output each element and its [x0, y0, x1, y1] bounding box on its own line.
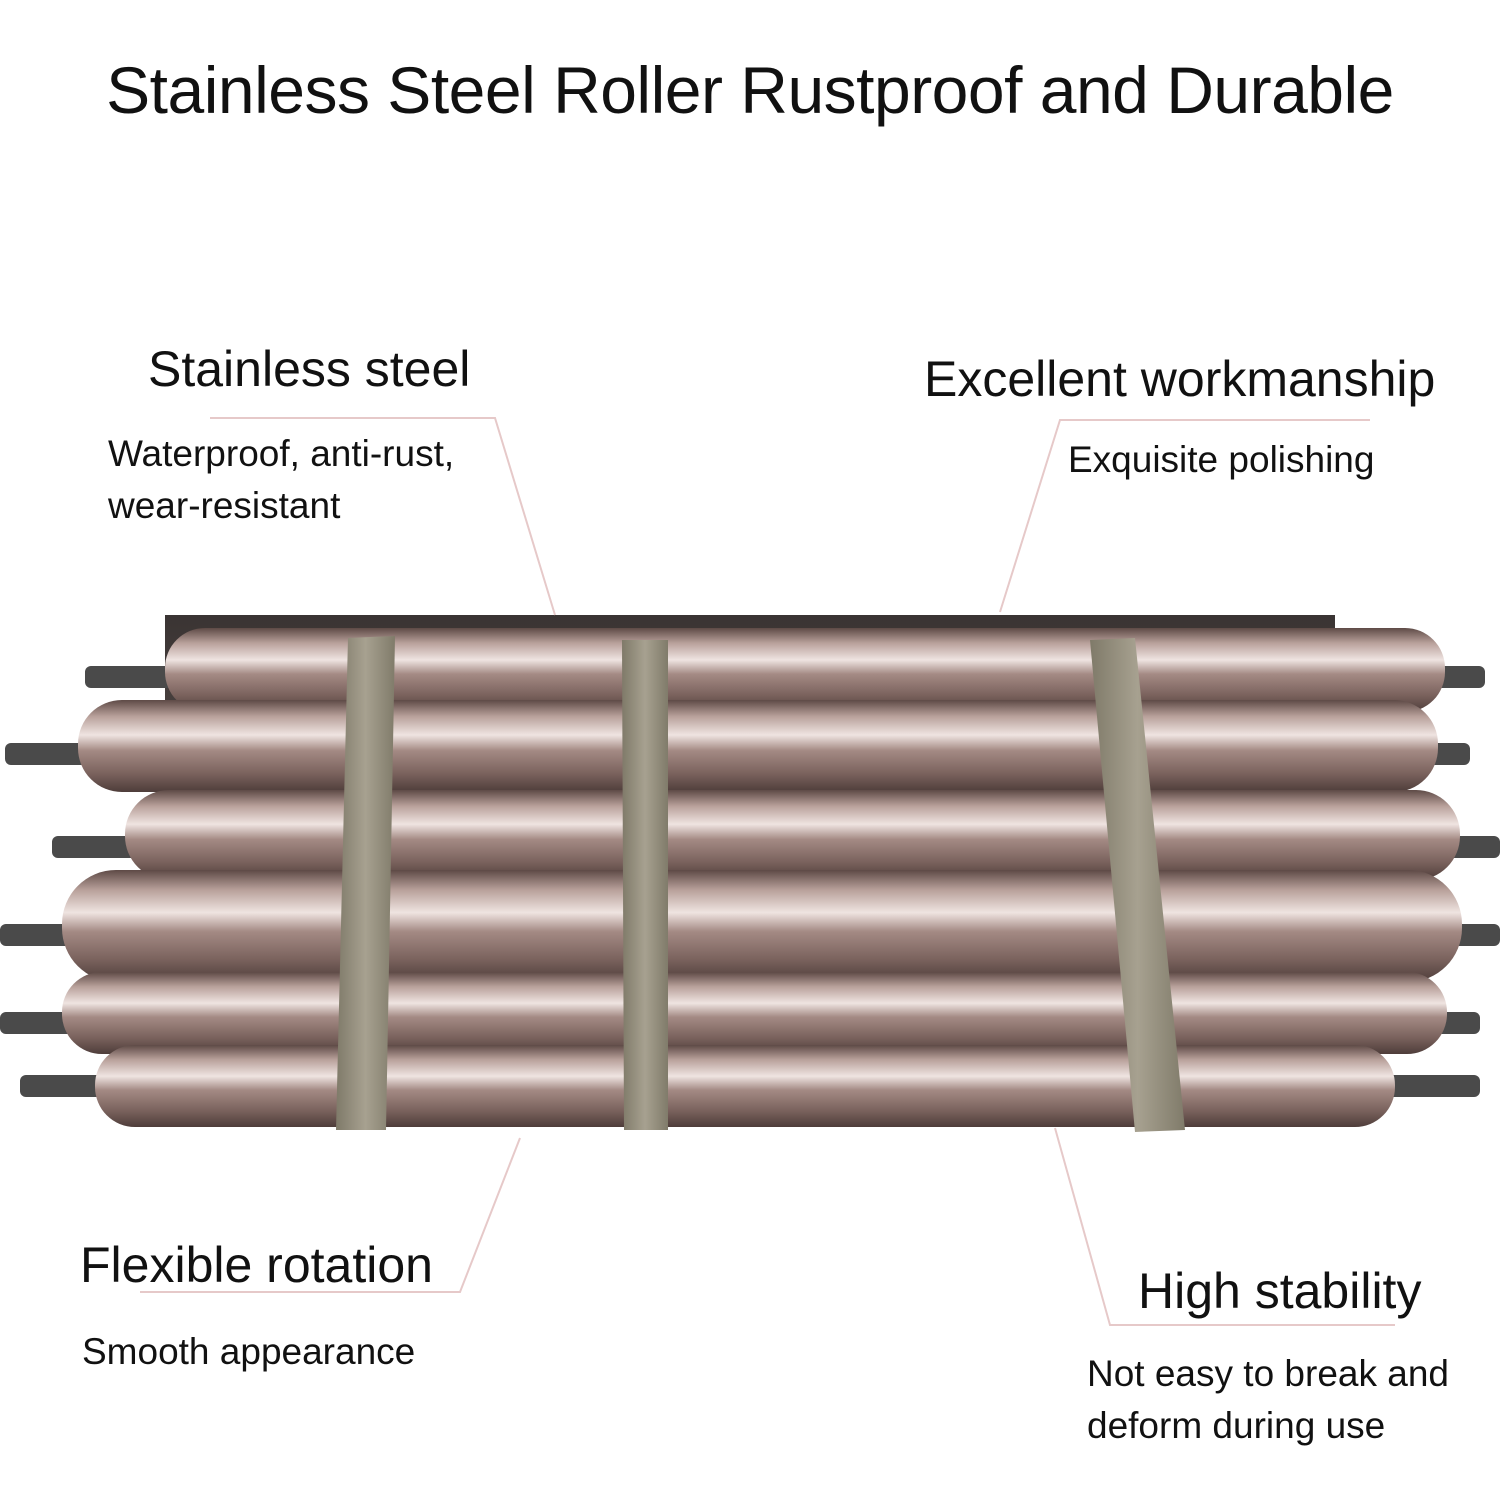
binding-straps	[336, 636, 1185, 1132]
strap	[622, 640, 668, 1130]
feature-desc-line: Waterproof, anti-rust,	[108, 433, 455, 474]
roller-tube	[125, 790, 1460, 880]
roller-tube	[62, 972, 1447, 1054]
feature-desc-rotation: Smooth appearance	[82, 1326, 415, 1378]
callout-lines	[140, 417, 1395, 1326]
callout-line-stability	[1054, 1127, 1395, 1326]
page-title: Stainless Steel Roller Rustproof and Dur…	[106, 53, 1394, 127]
feature-desc-stability: Not easy to break and deform during use	[1087, 1348, 1449, 1452]
feature-desc-line: Smooth appearance	[82, 1331, 416, 1372]
roller-tube	[78, 700, 1438, 792]
feature-desc-line: wear-resistant	[108, 485, 341, 526]
feature-desc-line: Not easy to break and	[1087, 1353, 1449, 1394]
feature-title-workmanship: Excellent workmanship	[924, 351, 1436, 407]
strap	[336, 636, 395, 1130]
callout-line-rotation	[140, 1137, 521, 1293]
roller-tube	[62, 870, 1462, 982]
feature-desc-stainless: Waterproof, anti-rust, wear-resistant	[108, 428, 454, 532]
callout-line-stainless	[210, 417, 556, 616]
feature-desc-line: Exquisite polishing	[1068, 439, 1375, 480]
feature-desc-line: deform during use	[1087, 1405, 1386, 1446]
strap	[1090, 638, 1185, 1132]
roller-tubes	[62, 628, 1462, 1127]
callout-line-workmanship	[999, 419, 1370, 613]
feature-desc-workmanship: Exquisite polishing	[1068, 434, 1374, 486]
feature-title-stability: High stability	[1138, 1263, 1422, 1319]
feature-title-rotation: Flexible rotation	[80, 1237, 433, 1293]
roller-tube	[95, 1045, 1395, 1127]
feature-title-stainless: Stainless steel	[148, 341, 471, 397]
